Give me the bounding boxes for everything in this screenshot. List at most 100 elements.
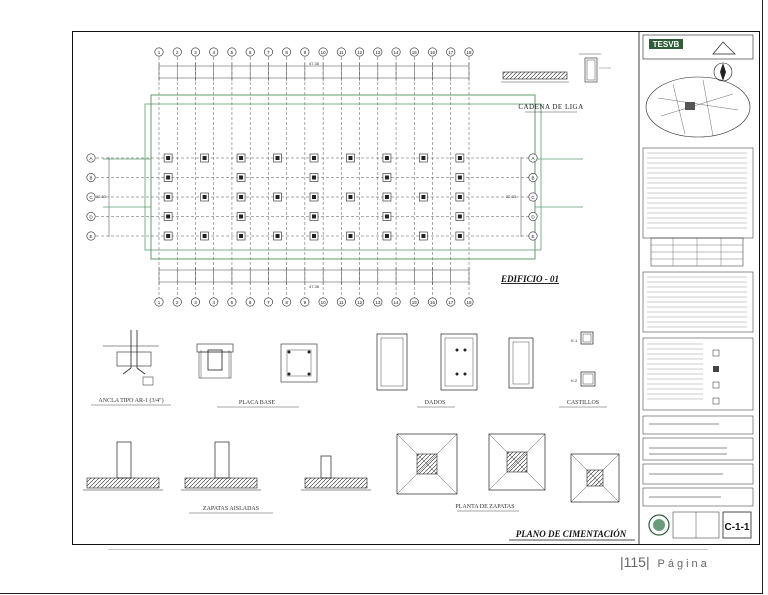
zapatas-aisladas-label: ZAPATAS AISLADAS — [203, 506, 259, 512]
svg-text:E: E — [89, 234, 92, 239]
svg-text:9: 9 — [304, 300, 307, 305]
logo-text: TESVB — [653, 40, 680, 49]
axis-bubble-top-10: 10 — [318, 47, 328, 57]
overall-height-left: 22.33 — [96, 194, 107, 199]
svg-text:10: 10 — [321, 50, 327, 55]
axis-bubble-bottom-6: 6 — [245, 297, 255, 307]
axis-bubble-top-8: 8 — [282, 47, 292, 57]
svg-text:11: 11 — [339, 50, 344, 55]
axis-bubble-right-B: B — [528, 173, 538, 183]
axis-bubble-top-17: 17 — [446, 47, 456, 57]
axis-bubble-top-11: 11 — [336, 47, 346, 57]
axis-bubble-bottom-1: 1 — [154, 297, 164, 307]
svg-text:7: 7 — [267, 300, 270, 305]
svg-text:15: 15 — [412, 300, 418, 305]
axis-bubble-top-18: 18 — [464, 47, 474, 57]
axis-bubble-top-6: 6 — [245, 47, 255, 57]
planta-de-zapatas-detail: PLANTA DE ZAPATAS — [396, 433, 620, 512]
page-number: 115 — [623, 554, 646, 570]
castillos-detail: K-1 K-2 CASTILLOS — [559, 331, 607, 408]
axis-bubble-bottom-12: 12 — [355, 297, 365, 307]
svg-text:9: 9 — [304, 50, 307, 55]
axis-bubble-top-3: 3 — [190, 47, 200, 57]
axis-bubble-bottom-17: 17 — [446, 297, 456, 307]
axis-bubble-top-4: 4 — [209, 47, 219, 57]
axis-bubble-right-A: A — [528, 153, 538, 163]
svg-text:2: 2 — [176, 300, 179, 305]
svg-text:4: 4 — [212, 300, 215, 305]
svg-text:13: 13 — [375, 300, 381, 305]
svg-text:8: 8 — [285, 300, 288, 305]
svg-text:E: E — [531, 234, 534, 239]
axis-bubble-bottom-9: 9 — [300, 297, 310, 307]
axis-bubble-bottom-4: 4 — [209, 297, 219, 307]
axis-bubble-bottom-3: 3 — [190, 297, 200, 307]
axis-bubble-bottom-15: 15 — [409, 297, 419, 307]
svg-text:8: 8 — [285, 50, 288, 55]
svg-text:16: 16 — [430, 50, 436, 55]
svg-text:C: C — [531, 195, 535, 200]
svg-text:1: 1 — [158, 50, 161, 55]
svg-text:D: D — [531, 214, 535, 219]
axis-bubble-top-13: 13 — [373, 47, 383, 57]
svg-text:18: 18 — [466, 300, 472, 305]
axis-bubble-left-E: E — [86, 231, 96, 241]
axis-bubble-right-E: E — [528, 231, 538, 241]
overall-width-top: 47.38 — [309, 61, 320, 66]
overall-width-bottom: 47.38 — [309, 284, 320, 289]
placa-label: PLACA BASE — [239, 400, 276, 406]
svg-text:6: 6 — [249, 50, 252, 55]
title-block: TESVB — [638, 32, 754, 544]
axis-bubble-bottom-5: 5 — [227, 297, 237, 307]
ancla-label: ANCLA TIPO AR-1 (3/4") — [98, 397, 163, 404]
footer-divider — [108, 549, 708, 550]
axis-bubble-bottom-10: 10 — [318, 297, 328, 307]
axis-bubble-top-16: 16 — [428, 47, 438, 57]
svg-text:A: A — [531, 156, 534, 161]
svg-text:15: 15 — [412, 50, 418, 55]
axis-bubble-top-9: 9 — [300, 47, 310, 57]
axis-bubble-bottom-13: 13 — [373, 297, 383, 307]
svg-text:12: 12 — [357, 300, 363, 305]
svg-text:14: 14 — [394, 50, 400, 55]
plan-title: EDIFICIO - 01 — [500, 274, 559, 284]
axis-bubble-top-7: 7 — [263, 47, 273, 57]
planta-zapatas-label: PLANTA DE ZAPATAS — [455, 504, 514, 510]
cadena-de-liga-detail: CADENA DE LIGA — [501, 53, 611, 113]
overall-height-right: 22.33 — [506, 194, 517, 199]
axis-bubble-top-1: 1 — [154, 47, 164, 57]
svg-text:16: 16 — [430, 300, 436, 305]
svg-text:7: 7 — [267, 50, 270, 55]
svg-text:2: 2 — [176, 50, 179, 55]
svg-text:18: 18 — [466, 50, 472, 55]
svg-text:14: 14 — [394, 300, 400, 305]
sheet-title: PLANO DE CIMENTACIÓN — [509, 529, 635, 541]
svg-text:K-2: K-2 — [571, 378, 578, 383]
axis-bubble-bottom-14: 14 — [391, 297, 401, 307]
svg-text:6: 6 — [249, 300, 252, 305]
cadena-label: CADENA DE LIGA — [518, 103, 583, 111]
svg-text:D: D — [89, 214, 93, 219]
page-footer: |115| Página — [620, 554, 710, 570]
axis-bubble-left-D: D — [86, 212, 96, 222]
svg-text:13: 13 — [375, 50, 381, 55]
svg-text:K-1: K-1 — [571, 338, 578, 343]
axis-bubble-bottom-11: 11 — [336, 297, 346, 307]
castillos-label: CASTILLOS — [567, 400, 599, 406]
svg-text:5: 5 — [231, 50, 234, 55]
axis-bubble-top-2: 2 — [172, 47, 182, 57]
svg-text:3: 3 — [194, 300, 197, 305]
svg-text:4: 4 — [212, 50, 215, 55]
sheet-title-text: PLANO DE CIMENTACIÓN — [516, 529, 627, 539]
sheet-code: C-1-1 — [724, 522, 749, 533]
axis-bubble-top-12: 12 — [355, 47, 365, 57]
axis-bubble-bottom-18: 18 — [464, 297, 474, 307]
svg-text:17: 17 — [448, 50, 454, 55]
svg-text:B: B — [89, 175, 92, 180]
axis-bubble-top-5: 5 — [227, 47, 237, 57]
axis-bubble-bottom-8: 8 — [282, 297, 292, 307]
svg-text:1: 1 — [158, 300, 161, 305]
